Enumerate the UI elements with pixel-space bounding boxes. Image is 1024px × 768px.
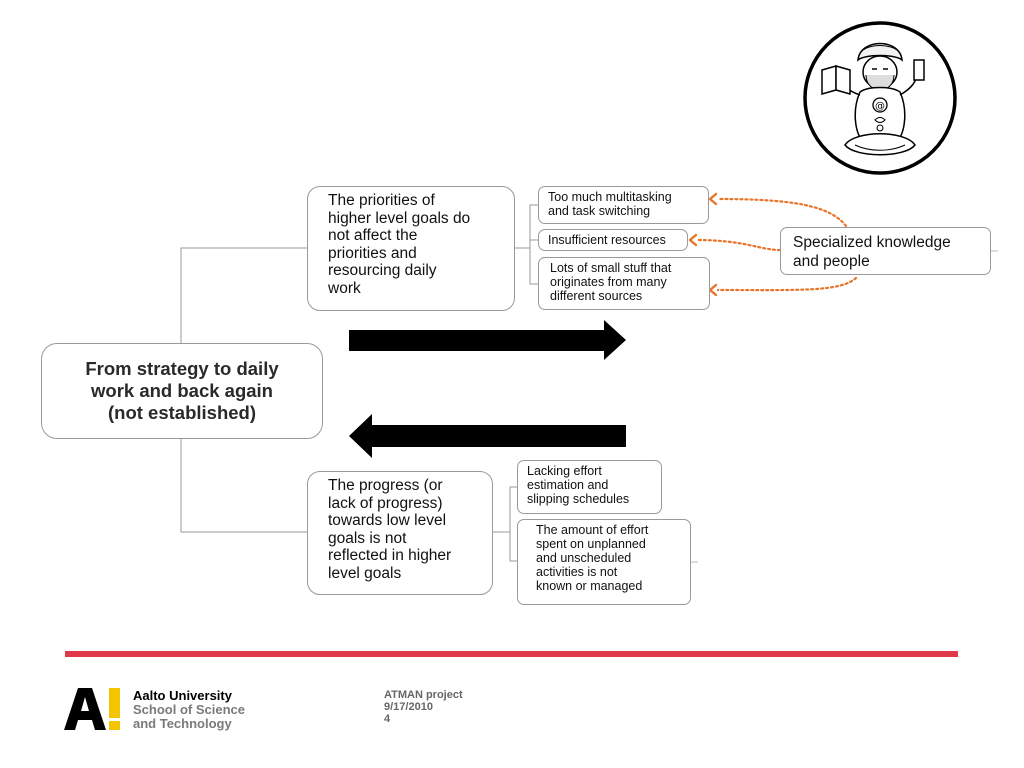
top-branch-line: not affect the	[328, 227, 418, 244]
presentation-date: 9/17/2010	[384, 701, 433, 713]
cause-line: The amount of effort	[536, 523, 649, 537]
footer-red-rule	[65, 651, 958, 657]
bottom-branch-line: lack of progress)	[328, 494, 443, 512]
dotted-arrow-small-stuff	[716, 276, 858, 292]
cause-line: different sources	[550, 289, 643, 303]
top-branch-line: The priorities of	[328, 192, 435, 209]
cause-line: known or managed	[536, 579, 643, 593]
top-branch-node: The priorities of higher level goals do …	[307, 186, 515, 311]
right-arrow	[349, 320, 626, 360]
main-node-line: work and back again	[91, 380, 273, 401]
cause-insufficient-resources: Insufficient resources	[538, 229, 688, 251]
school-name-line1: School of Science	[133, 702, 245, 717]
bottom-branch-line: reflected in higher	[328, 547, 452, 564]
main-node: From strategy to daily work and back aga…	[41, 343, 323, 439]
cause-unplanned-effort: The amount of effort spent on unplanned …	[517, 519, 691, 605]
footer-meta: ATMAN project 9/17/2010 4	[384, 689, 463, 725]
top-branch-line: higher level goals do	[328, 209, 471, 227]
page-number: 4	[384, 713, 391, 725]
top-branch-line: priorities and	[328, 244, 417, 262]
main-node-line: From strategy to daily	[85, 358, 279, 379]
left-arrow	[349, 414, 626, 458]
cause-line: estimation and	[527, 478, 609, 492]
top-branch-line: work	[328, 279, 361, 297]
cause-effort-estimation: Lacking effort estimation and slipping s…	[517, 460, 662, 514]
cause-line: slipping schedules	[527, 492, 630, 506]
dotted-arrow-multitasking	[716, 197, 848, 228]
aalto-wordmark: Aalto University School of Science and T…	[133, 689, 245, 731]
cause-line: and unscheduled	[536, 551, 632, 565]
connector-top-branches	[529, 204, 538, 285]
guru-illustration-icon: @	[803, 21, 957, 175]
cause-line: activities is not	[536, 565, 618, 579]
specialized-knowledge-node: Specialized knowledge and people	[780, 227, 991, 275]
connector-main-top	[180, 247, 307, 343]
aalto-logo	[64, 686, 124, 732]
connector-main-bottom	[180, 439, 307, 533]
main-node-line: (not established)	[107, 402, 256, 423]
top-branch-line: resourcing daily	[328, 262, 437, 279]
cause-line: Insufficient resources	[548, 233, 666, 247]
university-name: Aalto University	[133, 688, 232, 703]
project-name: ATMAN project	[384, 689, 463, 701]
specialized-line: Specialized knowledge	[793, 234, 951, 251]
connector-bottom-branches	[509, 486, 517, 562]
school-name-line2: and Technology	[133, 716, 232, 731]
cause-line: Lots of small stuff that	[550, 261, 672, 275]
cause-multitasking: Too much multitasking and task switching	[538, 186, 709, 224]
svg-text:@: @	[875, 101, 885, 112]
cause-line: Too much multitasking	[548, 190, 672, 204]
aalto-logo-icon	[64, 688, 120, 730]
cause-line: spent on unplanned	[536, 537, 646, 551]
dotted-arrow-resources	[694, 238, 782, 252]
bottom-branch-node: The progress (or lack of progress) towar…	[307, 471, 493, 595]
cause-line: Lacking effort	[527, 464, 602, 478]
specialized-line: and people	[793, 253, 870, 270]
bottom-branch-line: level goals	[328, 564, 402, 582]
bottom-branch-line: goals is not	[328, 529, 407, 547]
bottom-branch-line: towards low level	[328, 512, 447, 529]
cause-line: and task switching	[548, 204, 651, 218]
cause-line: originates from many	[550, 275, 667, 289]
bottom-branch-line: The progress (or	[328, 477, 443, 494]
cause-small-stuff: Lots of small stuff that originates from…	[538, 257, 710, 310]
